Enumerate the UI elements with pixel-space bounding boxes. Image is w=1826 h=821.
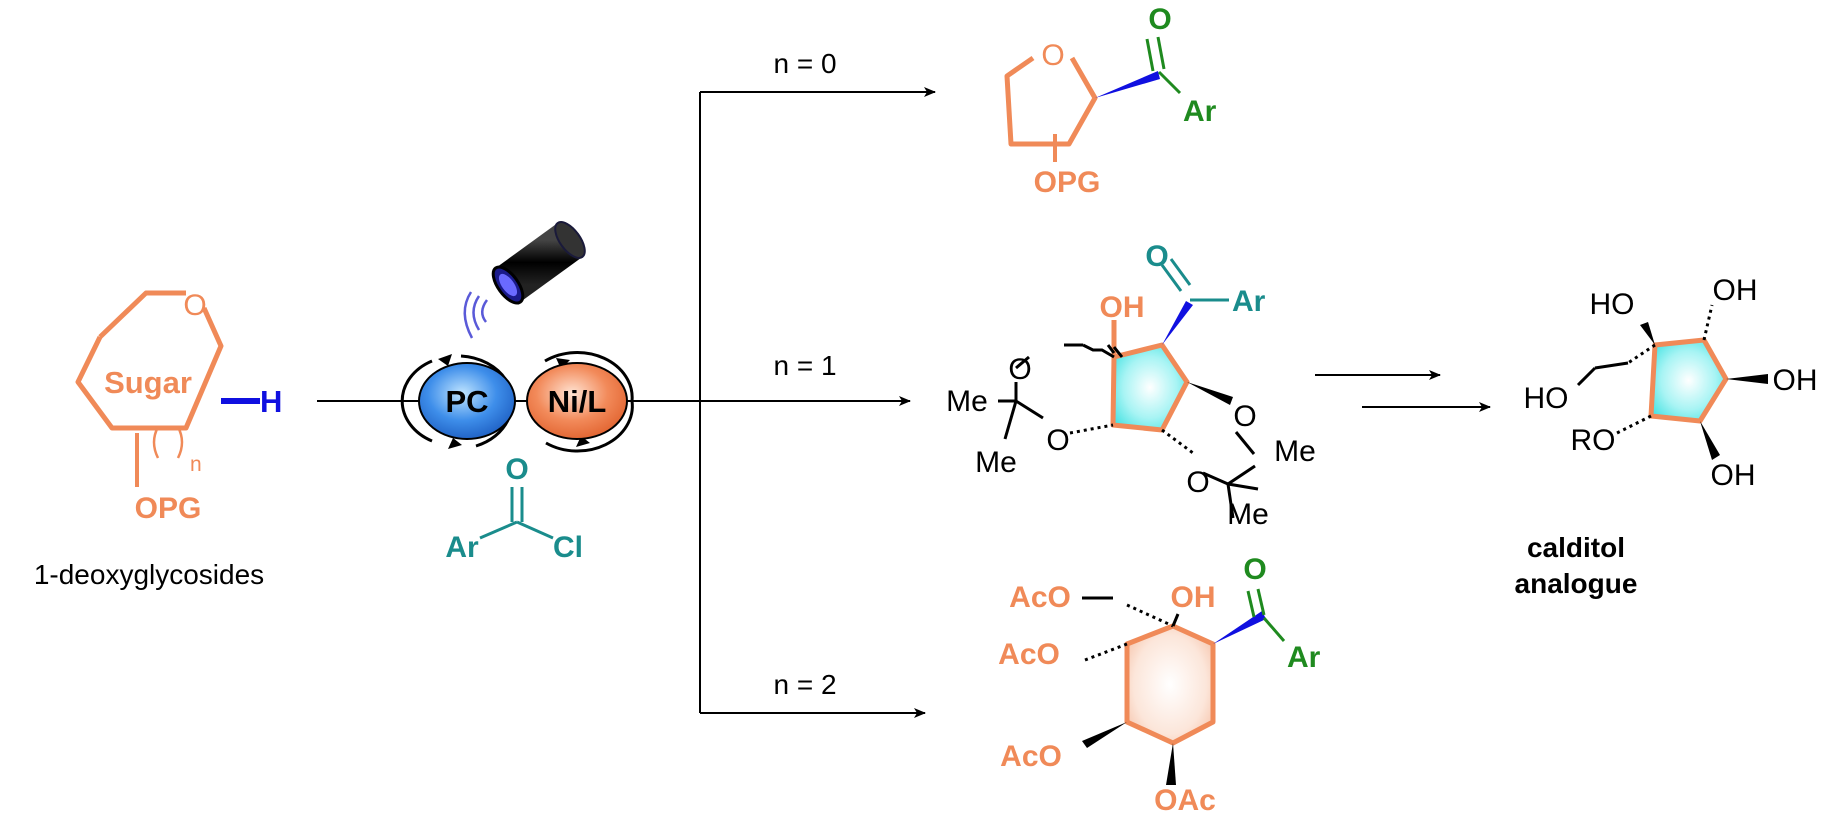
- p2-acetoxy-1: AcO: [1009, 581, 1071, 614]
- light-waves-icon: [463, 291, 489, 339]
- p1-oxygen-1: O: [1008, 353, 1031, 386]
- calditol-title-line1: calditol: [1527, 532, 1625, 563]
- p0-wedge-bond: [1095, 71, 1160, 98]
- p1-oxygen-4: O: [1186, 466, 1209, 499]
- p1-hydroxyl: OH: [1100, 291, 1145, 324]
- pc-sphere: [418, 362, 516, 440]
- sm-protecting-group: OPG: [135, 492, 202, 525]
- product-n2: AcO OH O Ar AcO AcO OAc: [998, 553, 1321, 817]
- p1-cyclopentane: [1110, 342, 1190, 433]
- p2-acetoxy-4: OAc: [1154, 784, 1216, 817]
- p2-acetoxy-3: AcO: [1000, 740, 1062, 773]
- pc-cycle: [400, 354, 516, 449]
- p1-methyl-3: Me: [1274, 435, 1316, 468]
- p1-methyl-1: Me: [946, 385, 988, 418]
- p0-aryl: Ar: [1183, 95, 1217, 128]
- photocatalyst-label: PC: [445, 384, 488, 419]
- starting-material: O Sugar H n OPG 1-deoxyglycosides: [34, 289, 283, 590]
- product-n0: O O Ar OPG: [1004, 3, 1217, 199]
- lamp-icon: [491, 221, 586, 305]
- branch-label-n1: n = 1: [773, 350, 836, 381]
- calditol-ring: [1648, 337, 1729, 424]
- reagent-oxygen: O: [505, 453, 528, 486]
- branch-arrows: n = 0 n = 1 n = 2: [699, 48, 936, 718]
- sm-ring-oxygen: O: [183, 289, 206, 322]
- nickel-label: Ni/L: [548, 384, 607, 419]
- p2-cyclohexane: [1124, 623, 1216, 746]
- calditol-title-line2: analogue: [1515, 568, 1638, 599]
- product-n1: OH O Ar O O O O Me: [946, 240, 1316, 531]
- reagent-chloride: Cl: [553, 531, 583, 564]
- sm-name: 1-deoxyglycosides: [34, 559, 264, 590]
- calditol-hydroxyl-2: OH: [1713, 274, 1758, 307]
- p0-protecting-group: OPG: [1034, 166, 1101, 199]
- branch-label-n2: n = 2: [773, 669, 836, 700]
- calditol-hydroxyl-5: OH: [1711, 459, 1756, 492]
- calditol-analogue: HO OH HO OH RO OH calditol analogue: [1515, 274, 1818, 599]
- sm-hydrogen: H: [260, 384, 282, 419]
- calditol-hydroxyl-4: OH: [1773, 364, 1818, 397]
- p2-aryl: Ar: [1287, 641, 1321, 674]
- catalysis: PC Ni/L: [400, 221, 634, 453]
- calditol-hydroxyl-3: HO: [1524, 382, 1569, 415]
- sm-sugar-label: Sugar: [104, 365, 192, 400]
- p2-acetoxy-2: AcO: [998, 638, 1060, 671]
- p2-hydroxyl: OH: [1171, 581, 1216, 614]
- p0-ring-oxygen: O: [1041, 39, 1064, 72]
- reagent-aryl: Ar: [445, 531, 479, 564]
- p1-oxygen-3: O: [1233, 400, 1256, 433]
- p1-methyl-2: Me: [975, 446, 1017, 479]
- p0-carbonyl-oxygen: O: [1148, 3, 1171, 36]
- acyl-chloride: O Ar Cl: [445, 453, 583, 564]
- p2-carbonyl-oxygen: O: [1243, 553, 1266, 586]
- calditol-hydroxyl-1: HO: [1590, 288, 1635, 321]
- p1-carbonyl-oxygen: O: [1145, 240, 1168, 273]
- ni-cycle: [526, 351, 634, 453]
- sm-repeat-index: n: [190, 453, 202, 476]
- branch-label-n0: n = 0: [773, 48, 836, 79]
- p1-aryl: Ar: [1232, 285, 1266, 318]
- calditol-ether: RO: [1571, 424, 1616, 457]
- p1-oxygen-2: O: [1046, 424, 1069, 457]
- p1-methyl-4: Me: [1227, 498, 1269, 531]
- ni-sphere: [526, 362, 628, 440]
